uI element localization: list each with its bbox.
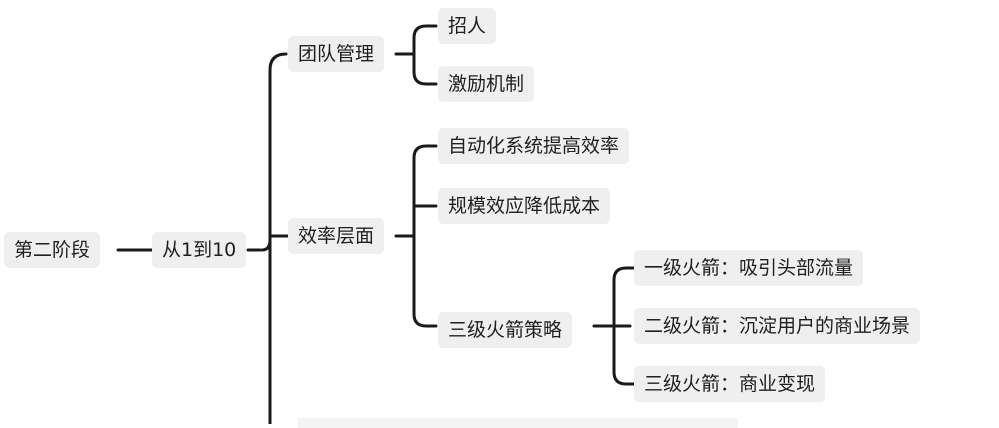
node-team-management[interactable]: 团队管理 [288,36,385,72]
node-efficiency[interactable]: 效率层面 [288,218,385,254]
node-scale[interactable]: 规模效应降低成本 [438,188,611,224]
node-rocket-stage-3[interactable]: 三级火箭：商业变现 [634,366,826,402]
node-rocket-stage-2[interactable]: 二级火箭：沉淀用户的商业场景 [634,308,921,344]
node-rocket-strategy[interactable]: 三级火箭策略 [438,312,573,348]
cutoff-node-bottom [298,418,738,428]
node-incentive[interactable]: 激励机制 [438,66,535,102]
edge-trunk [260,52,288,424]
node-level1[interactable]: 从1到10 [152,232,247,268]
edge-efficiency-children [394,144,438,328]
node-recruit[interactable]: 招人 [438,8,497,44]
edge-team-children [394,24,438,86]
edge-rocket-children [592,266,636,386]
node-rocket-stage-1[interactable]: 一级火箭：吸引头部流量 [634,250,864,286]
node-root[interactable]: 第二阶段 [4,232,101,268]
node-automation[interactable]: 自动化系统提高效率 [438,128,630,164]
